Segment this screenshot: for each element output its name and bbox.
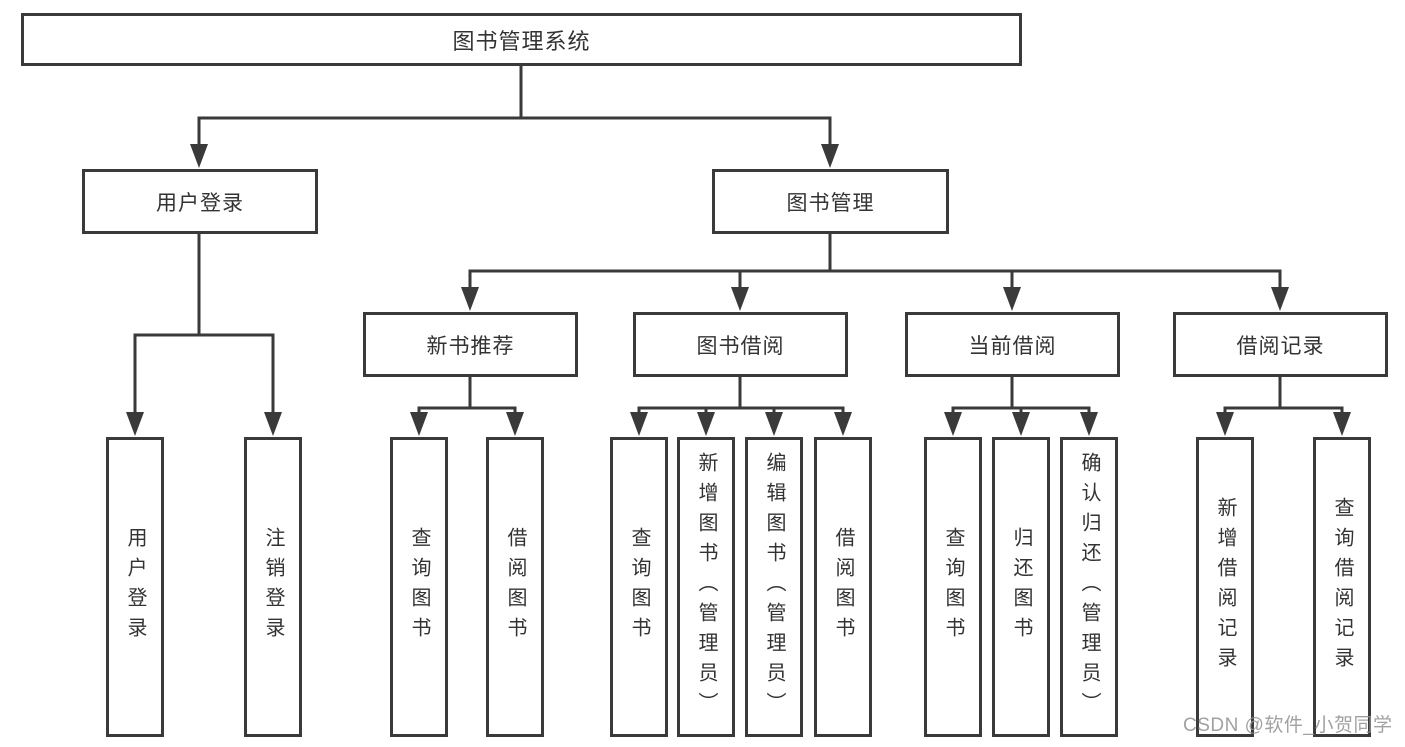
node-label: 查询图书 bbox=[408, 527, 430, 647]
leaf-user-login: 用户登录 bbox=[106, 437, 164, 737]
node-new-book-recommendation: 新书推荐 bbox=[363, 312, 578, 377]
node-borrowing-records: 借阅记录 bbox=[1173, 312, 1388, 377]
node-label: 借阅记录 bbox=[1236, 334, 1325, 358]
node-label: 图书管理系统 bbox=[452, 28, 591, 54]
leaf-current-query-books: 查询图书 bbox=[924, 437, 982, 737]
node-label: 图书管理 bbox=[786, 191, 875, 215]
node-book-management: 图书管理 bbox=[712, 169, 949, 234]
leaf-recommend-query-books: 查询图书 bbox=[390, 437, 448, 737]
leaf-borrowing-edit-books-admin: 编辑图书（管理员） bbox=[745, 437, 803, 737]
node-label: 查询图书 bbox=[942, 527, 964, 647]
node-label: 查询借阅记录 bbox=[1331, 497, 1353, 677]
node-label: 编辑图书（管理员） bbox=[763, 452, 785, 722]
leaf-records-add-borrow-record: 新增借阅记录 bbox=[1196, 437, 1254, 737]
leaf-recommend-borrow-books: 借阅图书 bbox=[486, 437, 544, 737]
node-label: 图书借阅 bbox=[696, 334, 785, 358]
node-label: 用户登录 bbox=[124, 527, 146, 647]
leaf-borrowing-query-books: 查询图书 bbox=[610, 437, 668, 737]
leaf-records-query-borrow-record: 查询借阅记录 bbox=[1313, 437, 1371, 737]
node-library-management-system: 图书管理系统 bbox=[21, 13, 1022, 66]
node-current-borrowing: 当前借阅 bbox=[905, 312, 1120, 377]
node-label: 归还图书 bbox=[1010, 527, 1032, 647]
node-label: 新书推荐 bbox=[426, 334, 515, 358]
leaf-current-confirm-return-admin: 确认归还（管理员） bbox=[1060, 437, 1118, 737]
csdn-watermark: CSDN @软件_小贺同学 bbox=[1183, 715, 1393, 736]
node-label: 注销登录 bbox=[262, 527, 284, 647]
leaf-borrowing-add-books-admin: 新增图书（管理员） bbox=[677, 437, 735, 737]
arrowheads bbox=[126, 144, 1351, 436]
node-user-login: 用户登录 bbox=[82, 169, 318, 234]
node-label: 当前借阅 bbox=[968, 334, 1057, 358]
node-label: 用户登录 bbox=[156, 191, 244, 215]
leaf-borrowing-borrow-books: 借阅图书 bbox=[814, 437, 872, 737]
leaf-current-return-books: 归还图书 bbox=[992, 437, 1050, 737]
leaf-logout: 注销登录 bbox=[244, 437, 302, 737]
node-label: 查询图书 bbox=[628, 527, 650, 647]
node-label: 新增借阅记录 bbox=[1214, 497, 1236, 677]
node-label: 借阅图书 bbox=[832, 527, 854, 647]
node-label: 借阅图书 bbox=[504, 527, 526, 647]
node-label: 确认归还（管理员） bbox=[1078, 452, 1100, 722]
node-book-borrowing: 图书借阅 bbox=[633, 312, 848, 377]
node-label: 新增图书（管理员） bbox=[695, 452, 717, 722]
